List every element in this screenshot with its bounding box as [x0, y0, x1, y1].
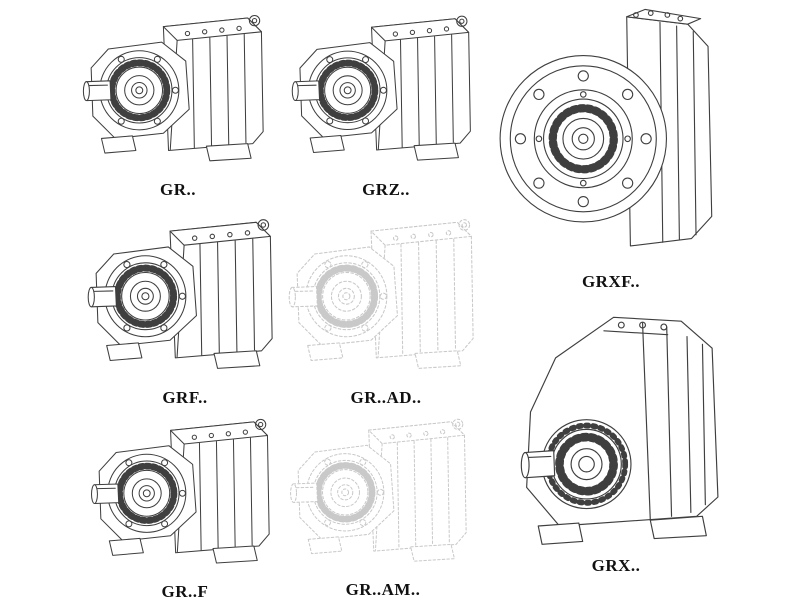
gearbox-drawing-gr-am — [283, 410, 483, 578]
gearbox-drawing-grf — [82, 210, 288, 386]
figure-grx: GRX.. — [494, 298, 738, 576]
gearbox-drawing-gr-f — [82, 410, 288, 580]
gearbox-drawing-grx — [494, 298, 738, 554]
figure-label-gr-am: GR..AM.. — [345, 580, 421, 599]
figure-gr-am: GR..AM.. — [283, 410, 483, 600]
figure-grxf: GRXF.. — [492, 2, 730, 292]
gearbox-drawing-gr-ad — [283, 210, 489, 386]
figure-grz: GRZ.. — [288, 6, 484, 200]
figure-gr-f: GR..F — [82, 410, 288, 600]
figure-gr-ad: GR..AD.. — [283, 210, 489, 408]
figure-label-gr: GR.. — [160, 180, 196, 199]
figure-label-gr-f: GR..F — [161, 582, 209, 600]
figure-grf: GRF.. — [82, 210, 288, 408]
figure-label-grf: GRF.. — [162, 388, 208, 407]
figure-label-grx: GRX.. — [591, 556, 641, 575]
gearbox-drawing-grz — [288, 6, 484, 178]
gearbox-drawing-grxf — [492, 2, 730, 270]
figure-label-gr-ad: GR..AD.. — [350, 388, 422, 407]
gearbox-drawing-gr — [78, 6, 278, 178]
figure-gr: GR.. — [78, 6, 278, 200]
figure-label-grz: GRZ.. — [362, 180, 410, 199]
figure-label-grxf: GRXF.. — [581, 272, 641, 291]
